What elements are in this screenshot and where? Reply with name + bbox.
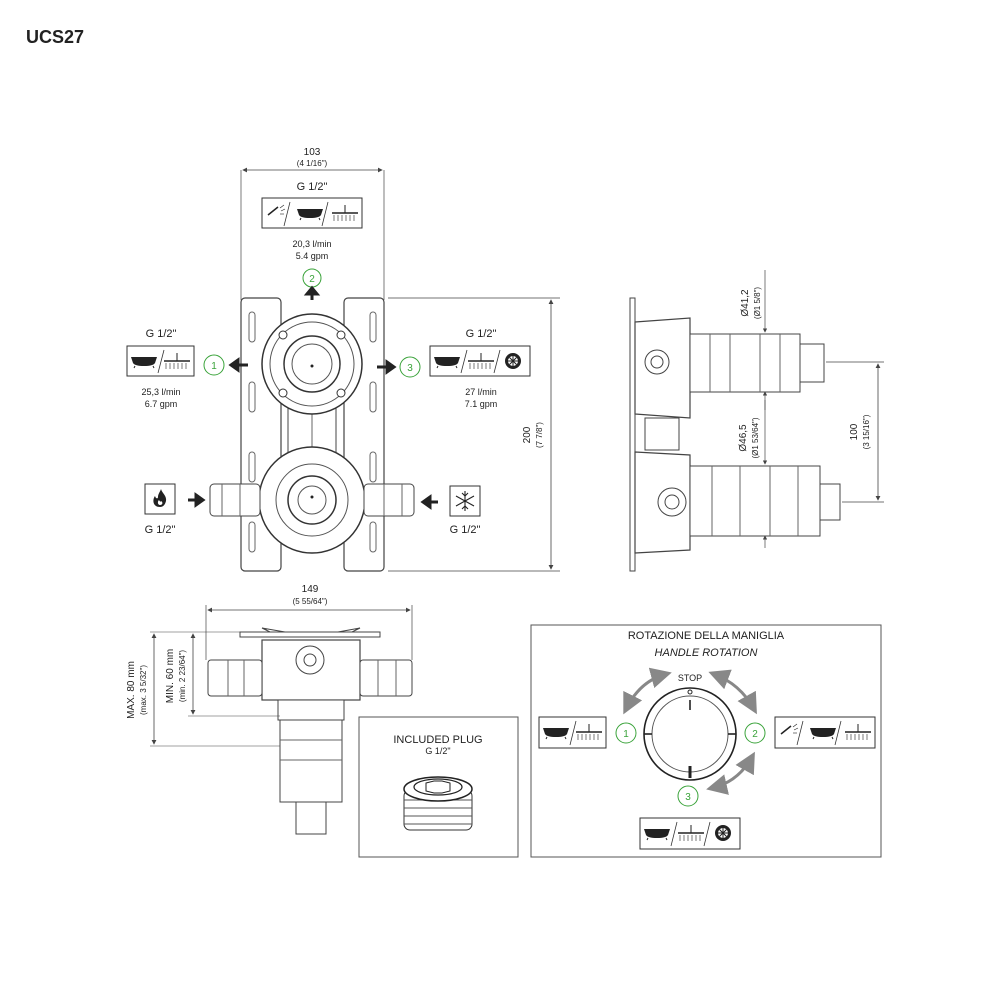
outlet-number-2: 2 [309, 274, 315, 285]
plug-icon [504, 352, 522, 370]
max-depth-mm: MAX. 80 mm [126, 661, 137, 719]
outlet-right-flow-lmin: 27 l/min [465, 387, 497, 397]
outlet-left-flow-gpm: 6.7 gpm [145, 399, 178, 409]
arrow-right-icon [377, 359, 397, 375]
front-width-inch: (4 1/16") [297, 159, 328, 168]
outlet-right-thread: G 1/2" [466, 328, 497, 340]
plug-icon [714, 824, 732, 842]
side-spacing-inch: (3 15/16") [862, 414, 871, 449]
outlet-left-flow-lmin: 25,3 l/min [141, 387, 180, 397]
front-height-inch: (7 7/8") [535, 422, 544, 448]
outlet-number-3: 3 [407, 363, 413, 374]
outlet-top-flow-gpm: 5.4 gpm [296, 251, 329, 261]
max-depth-inch: (max. 3 5/32") [139, 665, 148, 715]
cold-inlet-icon-box [449, 485, 481, 517]
position-2-icon-box [774, 716, 876, 749]
outlet-number-1: 1 [211, 361, 217, 372]
handle-rotation-title-it: ROTAZIONE DELLA MANIGLIA [628, 630, 785, 642]
outlet-left-thread: G 1/2" [146, 328, 177, 340]
side-dia-top-inch: (Ø1 5/8") [753, 287, 762, 320]
handle-rotation-title-en: HANDLE ROTATION [655, 647, 758, 659]
top-width-inch: (5 55/64") [293, 597, 328, 606]
position-number-2: 2 [752, 729, 758, 740]
side-view: Ø41,2 (Ø1 5/8") Ø46,5 (Ø1 53/64") 100 (3… [629, 270, 884, 572]
arrow-left-icon [228, 357, 248, 373]
flame-icon [153, 489, 167, 507]
side-dia-top-mm: Ø41,2 [740, 289, 751, 317]
arrow-up-icon [303, 285, 321, 300]
position-number-3: 3 [685, 792, 691, 803]
top-view: 149 (5 55/64") MAX. 80 mm (max. 3 5/32")… [126, 584, 413, 835]
outlet-top-flow-lmin: 20,3 l/min [292, 239, 331, 249]
stop-label: STOP [678, 673, 702, 683]
front-height-mm: 200 [522, 426, 533, 443]
side-dia-bottom-inch: (Ø1 53/64") [751, 417, 760, 458]
outlet-top-icon-box [261, 197, 363, 229]
hot-inlet-icon-box [144, 483, 176, 515]
plug-drawing [403, 776, 473, 831]
top-width-mm: 149 [302, 584, 319, 595]
position-number-1: 1 [623, 729, 629, 740]
front-width-mm: 103 [304, 147, 321, 158]
handle-rotation-panel: ROTAZIONE DELLA MANIGLIA HANDLE ROTATION… [530, 624, 882, 858]
product-code-title: UCS27 [26, 27, 84, 47]
side-dia-bottom-mm: Ø46,5 [738, 424, 749, 452]
outlet-right-icon-box [429, 345, 531, 377]
included-plug-panel: INCLUDED PLUG G 1/2" [358, 716, 519, 858]
front-view: 103 (4 1/16") G 1/2" 20,3 l/min 5.4 gpm … [126, 147, 560, 572]
included-plug-thread: G 1/2" [425, 746, 450, 756]
outlet-left-icon-box [126, 345, 195, 377]
min-depth-mm: MIN. 60 mm [165, 649, 176, 703]
position-3-icon-box [639, 817, 741, 850]
inlet-cold-thread: G 1/2" [450, 524, 481, 536]
inlet-hot-thread: G 1/2" [145, 524, 176, 536]
arrow-left-icon [420, 494, 438, 510]
position-1-icon-box [538, 716, 607, 749]
outlet-right-flow-gpm: 7.1 gpm [465, 399, 498, 409]
min-depth-inch: (min. 2 23/64") [178, 650, 187, 703]
arrow-right-icon [188, 492, 206, 508]
outlet-top-thread: G 1/2" [297, 181, 328, 193]
snowflake-icon [455, 491, 475, 511]
side-spacing-mm: 100 [849, 423, 860, 440]
included-plug-title: INCLUDED PLUG [393, 734, 482, 746]
